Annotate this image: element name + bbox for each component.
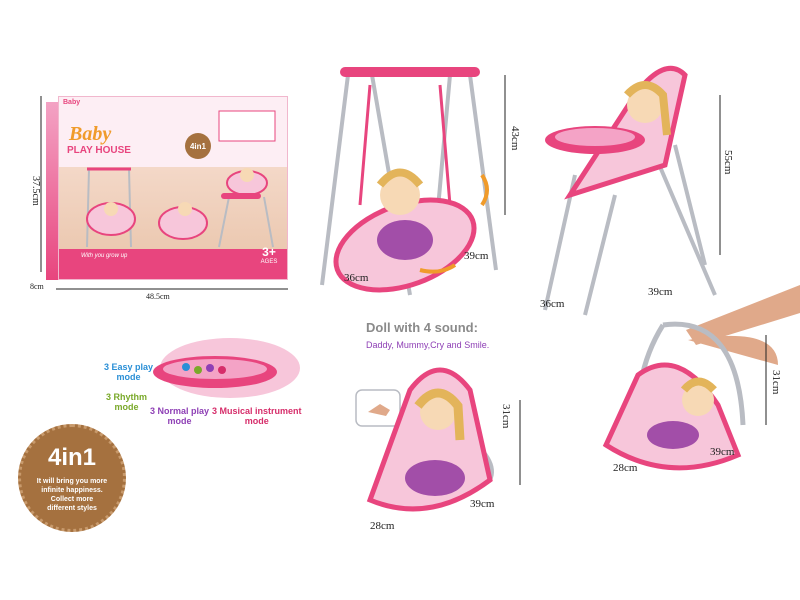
sound-subtitle: Daddy, Mummy,Cry and Smile. bbox=[366, 340, 490, 350]
box-4in1-text: 4in1 bbox=[189, 141, 206, 151]
highchair-width-label: 36cm bbox=[540, 298, 565, 310]
sound-title: Doll with 4 sound: bbox=[366, 320, 478, 335]
swing-height-label: 43cm bbox=[509, 126, 521, 151]
tray-closeup bbox=[153, 338, 300, 398]
carrier-height-label: 31cm bbox=[770, 370, 782, 395]
box-front-face: Baby Baby PLAY HOUSE 4in1 With you grow … bbox=[58, 96, 288, 280]
carrier-width-label: 28cm bbox=[613, 462, 638, 474]
box-width-label: 48.5cm bbox=[146, 292, 170, 301]
circle-badge-title: 4in1 bbox=[47, 444, 97, 471]
box-age-sub: AGES bbox=[260, 259, 278, 265]
box-brand-top: Baby bbox=[69, 123, 112, 145]
carrier-illustration bbox=[602, 285, 800, 471]
mode-easy-label: 3 Easy play mode bbox=[104, 362, 154, 382]
mode-musical-label: 3 Musical instrument mode bbox=[212, 406, 302, 426]
swing-illustration bbox=[320, 67, 506, 296]
rocker-depth-label: 39cm bbox=[470, 498, 495, 510]
circle-badge-text: It will bring you more infinite happines… bbox=[36, 478, 108, 512]
highchair-illustration bbox=[543, 65, 721, 316]
highchair-depth-label: 39cm bbox=[648, 286, 673, 298]
box-artwork bbox=[86, 110, 276, 248]
swing-depth-label: 39cm bbox=[464, 250, 489, 262]
box-side-face bbox=[46, 102, 58, 280]
highchair-height-label: 55cm bbox=[722, 150, 734, 175]
box-height-line bbox=[40, 96, 42, 272]
rocker-height-label: 31cm bbox=[500, 404, 512, 429]
box-width-line bbox=[56, 288, 288, 290]
rocker-illustration bbox=[355, 367, 521, 512]
rocker-width-label: 28cm bbox=[370, 520, 395, 532]
circle-badge: 4in1 It will bring you more infinite hap… bbox=[18, 424, 126, 532]
box-slogan: With you grow up bbox=[81, 253, 128, 259]
swing-width-label: 36cm bbox=[344, 272, 369, 284]
box-corner-label: Baby bbox=[63, 99, 81, 106]
mode-rhythm-label: 3 Rhythm mode bbox=[106, 392, 148, 412]
box-bottom-band bbox=[59, 249, 287, 279]
box-height-label: 37.5cm bbox=[30, 176, 41, 206]
box-4in1-badge: 4in1 bbox=[185, 133, 211, 159]
box-age-badge: 3+ AGES bbox=[255, 245, 283, 273]
mode-normal-label: 3 Normal play mode bbox=[150, 406, 210, 426]
box-depth-label: 8cm bbox=[30, 282, 44, 291]
product-box: Baby Baby PLAY HOUSE 4in1 With you grow … bbox=[46, 96, 288, 280]
carrier-depth-label: 39cm bbox=[710, 446, 735, 458]
box-brand-bottom: PLAY HOUSE bbox=[67, 145, 131, 156]
box-age-number: 3+ bbox=[262, 245, 276, 259]
